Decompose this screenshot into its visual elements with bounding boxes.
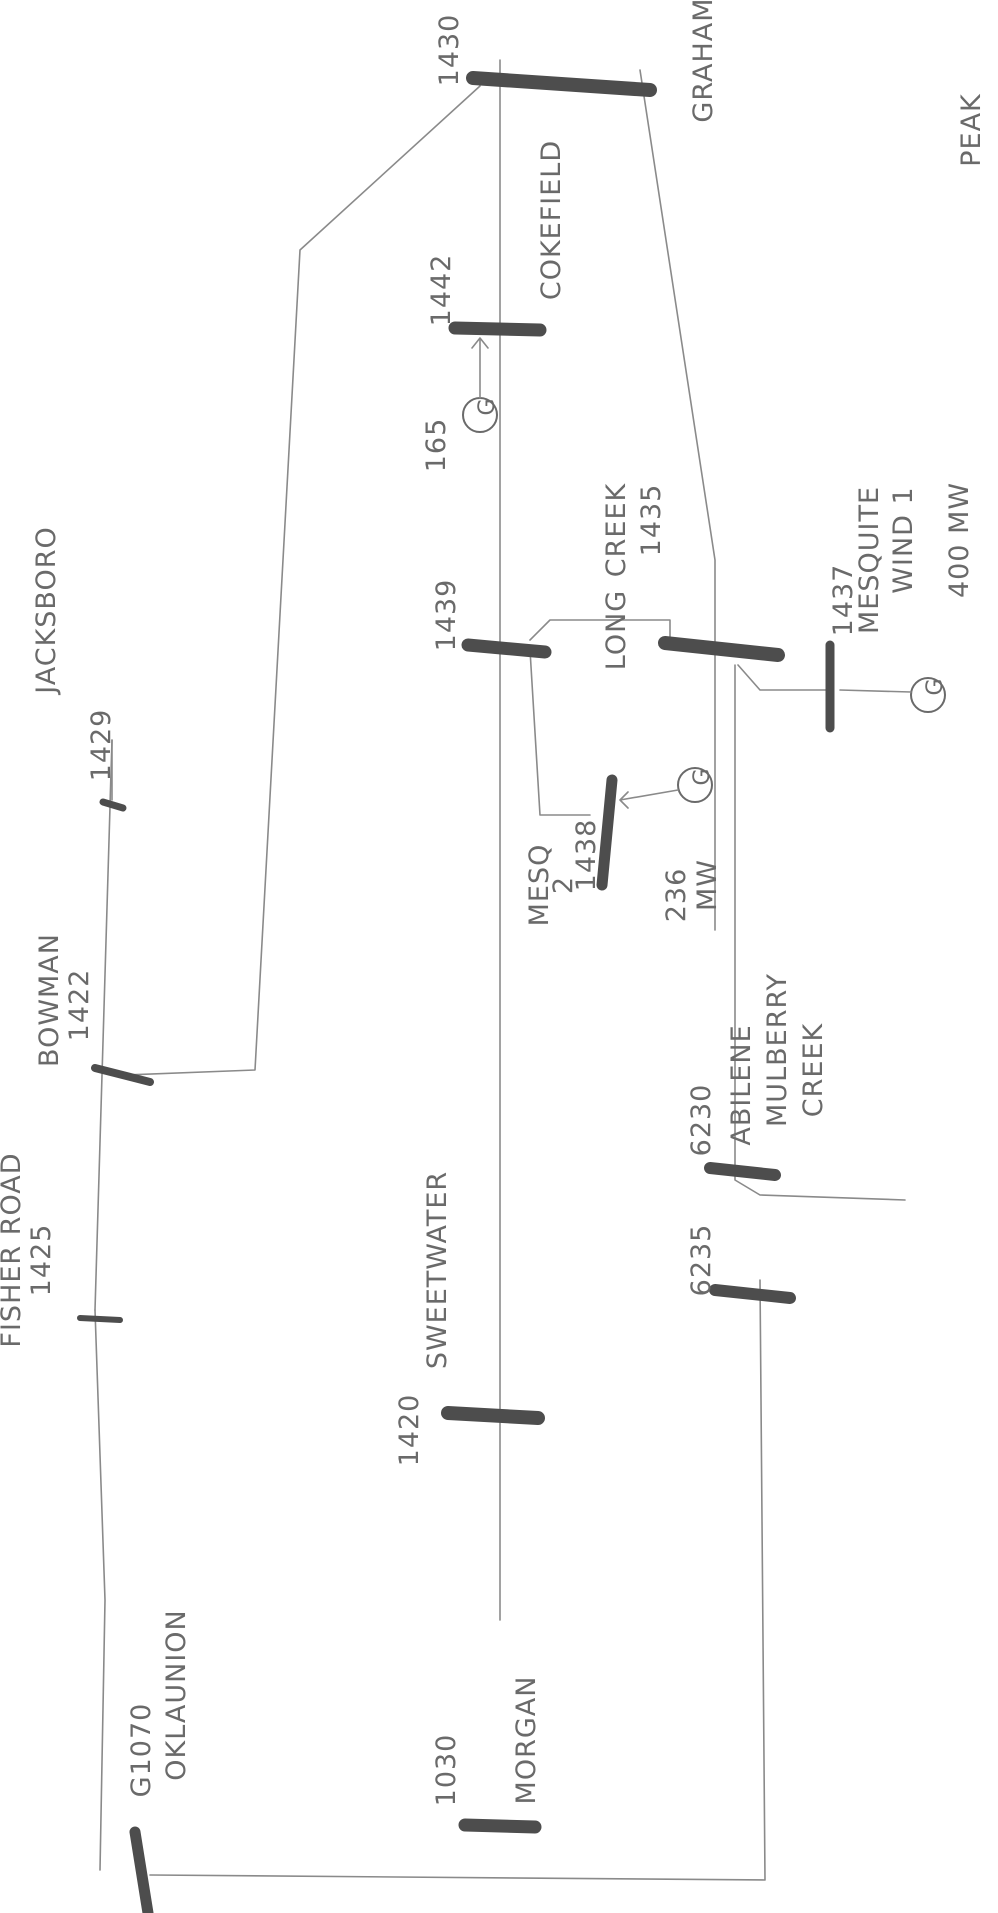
bus-1435 bbox=[658, 636, 785, 662]
bus-6235 bbox=[709, 1284, 796, 1304]
bus-number-1030: 1030 bbox=[431, 1734, 462, 1807]
generator-rating-unit: MW bbox=[692, 859, 723, 911]
bus-1442 bbox=[448, 321, 547, 337]
bus-name-abilene: ABILENE bbox=[726, 1024, 757, 1145]
bus-1429 bbox=[99, 798, 127, 812]
line-graham-1435 bbox=[639, 69, 716, 931]
bus-name-cokefield: COKEFIELD bbox=[536, 140, 567, 300]
line-1439-1435-link bbox=[529, 619, 671, 641]
line-1435-abilene bbox=[734, 664, 906, 1201]
generator-meso2: G 236 MW bbox=[619, 767, 723, 923]
diagram-labels: PEAK 1430 GRAHAM 1442 COKEFIELD 1439 LON… bbox=[0, 0, 987, 1806]
bus-number-1430: 1430 bbox=[434, 14, 465, 87]
line-6235-g1070 bbox=[149, 1279, 766, 1881]
bus-1422 bbox=[91, 1064, 154, 1086]
bus-name-morgan: MORGAN bbox=[511, 1676, 542, 1805]
generator-letter: G bbox=[475, 398, 500, 415]
bus-number-1439: 1439 bbox=[431, 579, 462, 652]
bus-name-oklaunion: OKLAUNION bbox=[161, 1609, 192, 1780]
generator-mesquite: G bbox=[839, 677, 948, 713]
generator-rating: 165 bbox=[421, 418, 452, 473]
bus-1439 bbox=[461, 638, 552, 659]
bus-number-1437: 1437 bbox=[828, 564, 859, 637]
bus-name-mesq: MESQ bbox=[524, 844, 555, 927]
bus-name-jacksboro: JACKSBORO bbox=[31, 526, 62, 696]
bus-name-mulberry: MULBERRY bbox=[762, 973, 793, 1127]
line-graham-bowman bbox=[124, 85, 481, 1076]
bus-name-graham: GRAHAM bbox=[688, 0, 719, 123]
generator-letter: G bbox=[690, 768, 715, 785]
generator-link-icon bbox=[839, 689, 912, 693]
bus-name-mesquite: MESQUITE bbox=[854, 486, 885, 634]
generator-letter: G bbox=[923, 678, 948, 695]
generator-icon bbox=[910, 677, 946, 713]
generator-arrow-icon bbox=[471, 337, 489, 399]
bus-1030 bbox=[458, 1818, 542, 1834]
bus-1430 bbox=[466, 71, 657, 97]
bus-number-1422: 1422 bbox=[64, 969, 95, 1042]
bus-bars bbox=[77, 71, 835, 1913]
bus-1425 bbox=[77, 1315, 123, 1323]
bus-1420 bbox=[441, 1406, 545, 1425]
generator-cokefield: G 165 bbox=[421, 337, 500, 473]
bus-6230 bbox=[704, 1162, 781, 1181]
bus-name-creek: CREEK bbox=[601, 482, 632, 577]
bus-1438 bbox=[596, 774, 618, 891]
bus-number-6230: 6230 bbox=[686, 1084, 717, 1157]
bus-number-g1070: G1070 bbox=[126, 1703, 157, 1798]
bus-name-fisher-road: FISHER ROAD bbox=[0, 1152, 27, 1347]
bus-name-mesq-2: 2 bbox=[548, 876, 579, 894]
line-1439-1438 bbox=[529, 649, 591, 816]
line-fisher-jacksboro bbox=[94, 739, 113, 1311]
bus-number-6235: 6235 bbox=[686, 1224, 717, 1297]
bus-g1070 bbox=[129, 1826, 154, 1913]
bus-number-1438: 1438 bbox=[571, 819, 602, 892]
line-g1070-fisher bbox=[94, 1309, 106, 1871]
line-1435-1437 bbox=[737, 664, 831, 691]
generator-link-icon bbox=[619, 789, 679, 809]
transmission-lines bbox=[94, 59, 906, 1881]
bus-name-creek-abilene: CREEK bbox=[798, 1022, 829, 1117]
bus-number-1420: 1420 bbox=[394, 1394, 425, 1467]
bus-name-long: LONG bbox=[601, 590, 632, 670]
generator-rating-number: 236 bbox=[661, 868, 692, 923]
bus-name-sweetwater: SWEETWATER bbox=[422, 1171, 453, 1369]
bus-number-1435: 1435 bbox=[636, 484, 667, 557]
bus-name-bowman: BOWMAN bbox=[34, 933, 65, 1067]
bus-number-1442: 1442 bbox=[426, 254, 457, 327]
bus-name-wind1: WIND 1 bbox=[888, 486, 919, 593]
bus-number-1429: 1429 bbox=[86, 709, 117, 782]
generator-rating-mesquite: 400 MW bbox=[944, 482, 975, 598]
corner-note: PEAK bbox=[956, 93, 987, 167]
generator-icon bbox=[677, 767, 713, 803]
bus-number-1425: 1425 bbox=[26, 1224, 57, 1297]
